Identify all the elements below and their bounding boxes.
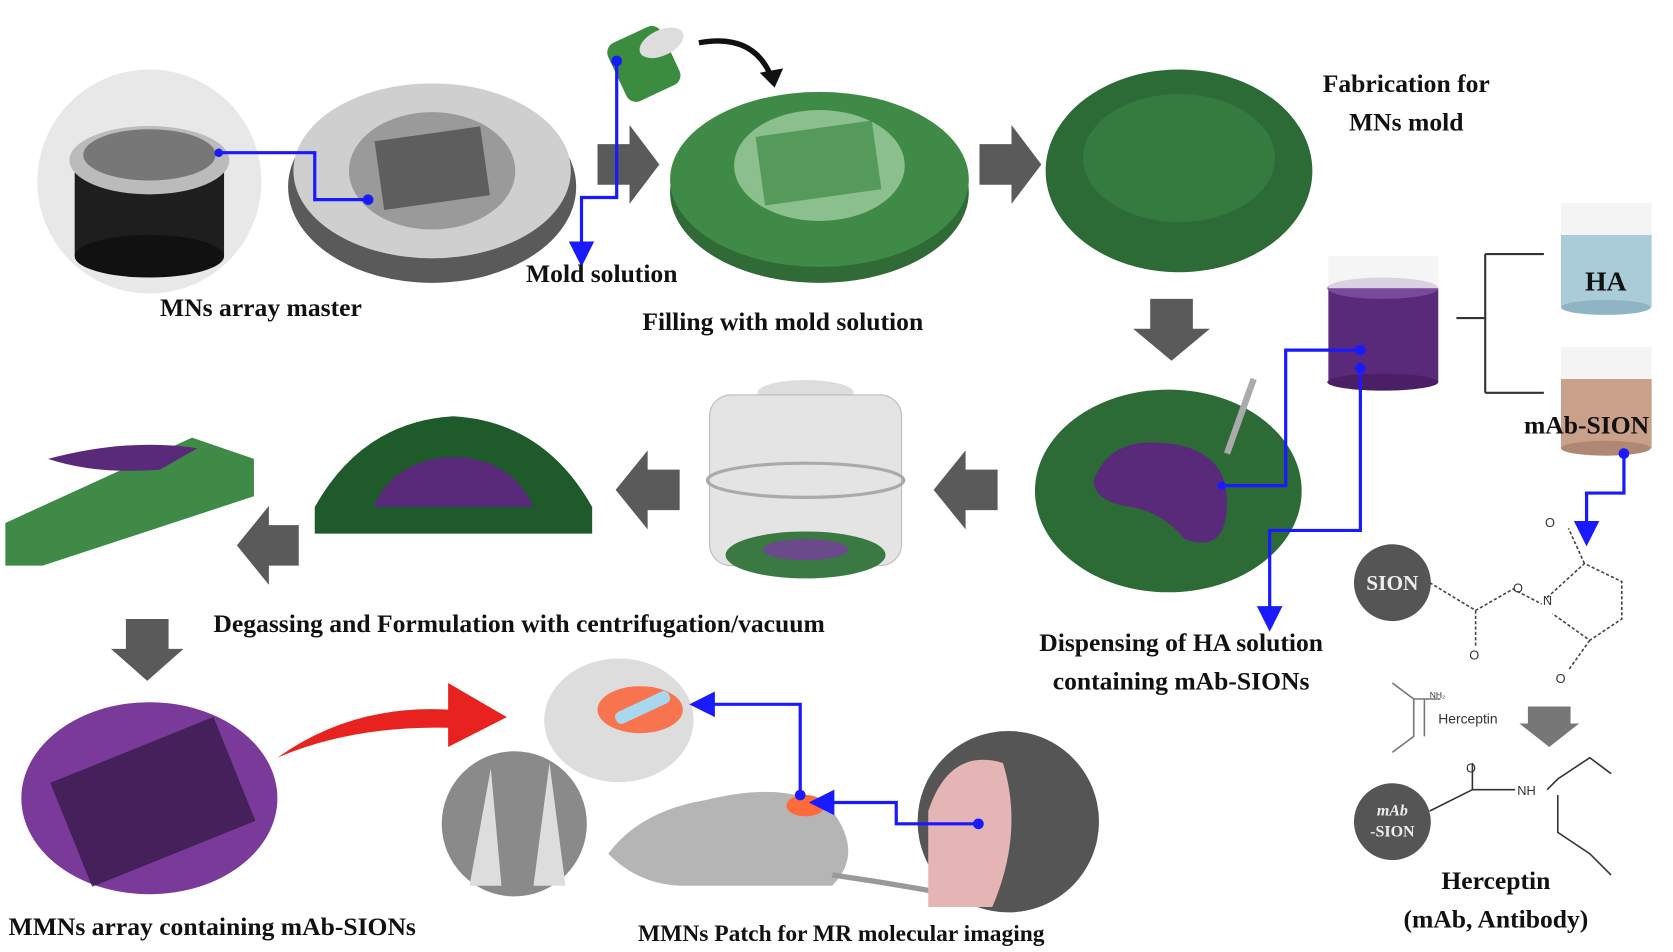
process-arrow bbox=[236, 505, 299, 585]
label-mab-sion: mAb-SION bbox=[1524, 410, 1650, 439]
dispensing-dish bbox=[1034, 377, 1302, 593]
oxygen-label: O bbox=[1545, 515, 1555, 530]
nhs-ester-structure: SION O O N O O bbox=[1353, 515, 1623, 686]
mouse bbox=[608, 791, 961, 899]
red-transfer-arrow bbox=[277, 682, 507, 758]
label-ha: HA bbox=[1585, 266, 1627, 297]
process-arrow bbox=[615, 450, 680, 530]
nh-label: NH bbox=[1517, 783, 1535, 798]
patch-peeling bbox=[5, 437, 254, 566]
label-filling: Filling with mold solution bbox=[642, 307, 923, 336]
connector-line bbox=[689, 691, 802, 796]
label-mold-solution: Mold solution bbox=[526, 259, 677, 288]
mab-sion-line1: mAb bbox=[1377, 802, 1408, 819]
process-arrow bbox=[1133, 298, 1210, 361]
mmns-array bbox=[21, 702, 278, 895]
pour-arrow bbox=[698, 38, 777, 85]
label-herceptin-2: (mAb, Antibody) bbox=[1403, 904, 1588, 933]
herceptin-reagent: Herceptin NH₂ bbox=[1391, 682, 1498, 753]
oxygen-label: O bbox=[1556, 671, 1566, 686]
ha-msion-beaker bbox=[1327, 256, 1439, 391]
mold-solution-bottle bbox=[607, 26, 684, 102]
label-fabrication-1: Fabrication for bbox=[1323, 69, 1490, 98]
mns-mold bbox=[1045, 69, 1313, 273]
process-arrow bbox=[979, 124, 1042, 204]
label-degassing: Degassing and Formulation with centrifug… bbox=[213, 609, 824, 638]
label-herceptin-1: Herceptin bbox=[1441, 866, 1550, 895]
herceptin-small-label: Herceptin bbox=[1438, 711, 1497, 727]
connector-line bbox=[808, 789, 979, 826]
oxygen-label: O bbox=[1466, 761, 1476, 776]
label-mns-array-master: MNs array master bbox=[160, 293, 362, 322]
connector-line bbox=[1256, 368, 1362, 632]
mns-array-master-image bbox=[37, 69, 262, 294]
process-arrow bbox=[597, 124, 660, 204]
label-fabrication-2: MNs mold bbox=[1349, 107, 1463, 136]
label-mmns-array: MMNs array containing mAb-SIONs bbox=[9, 912, 416, 941]
mab-sion-line2: -SION bbox=[1370, 824, 1415, 841]
oxygen-label: O bbox=[1469, 648, 1479, 663]
process-arrow bbox=[933, 450, 998, 530]
sion-label: SION bbox=[1366, 571, 1419, 595]
vacuum-chamber bbox=[705, 379, 906, 579]
connector-line bbox=[1573, 453, 1626, 547]
mab-sion-conjugate-structure: mAb -SION O NH bbox=[1353, 756, 1612, 876]
connector-line bbox=[568, 60, 619, 267]
process-arrow bbox=[1519, 706, 1580, 748]
ha-beaker bbox=[1560, 202, 1652, 315]
amine-label: NH₂ bbox=[1430, 690, 1446, 700]
mab-sion-beaker bbox=[1560, 346, 1652, 456]
oxygen-label: O bbox=[1513, 580, 1523, 595]
filled-mold-dish bbox=[670, 91, 969, 283]
label-dispensing-2: containing mAb-SIONs bbox=[1053, 666, 1310, 695]
label-dispensing-1: Dispensing of HA solution bbox=[1039, 628, 1323, 657]
process-arrow bbox=[110, 618, 184, 681]
sem-image bbox=[441, 751, 587, 897]
mold-cross-section bbox=[314, 416, 593, 534]
bracket bbox=[1456, 253, 1544, 394]
connector-line bbox=[218, 151, 369, 202]
nitrogen-label: N bbox=[1543, 593, 1552, 608]
patch-closeup bbox=[544, 658, 694, 783]
master-dish bbox=[288, 83, 577, 283]
connector-line bbox=[1221, 348, 1361, 488]
label-mmns-patch: MMNs Patch for MR molecular imaging bbox=[638, 921, 1045, 947]
mouse-photo bbox=[917, 731, 1099, 913]
